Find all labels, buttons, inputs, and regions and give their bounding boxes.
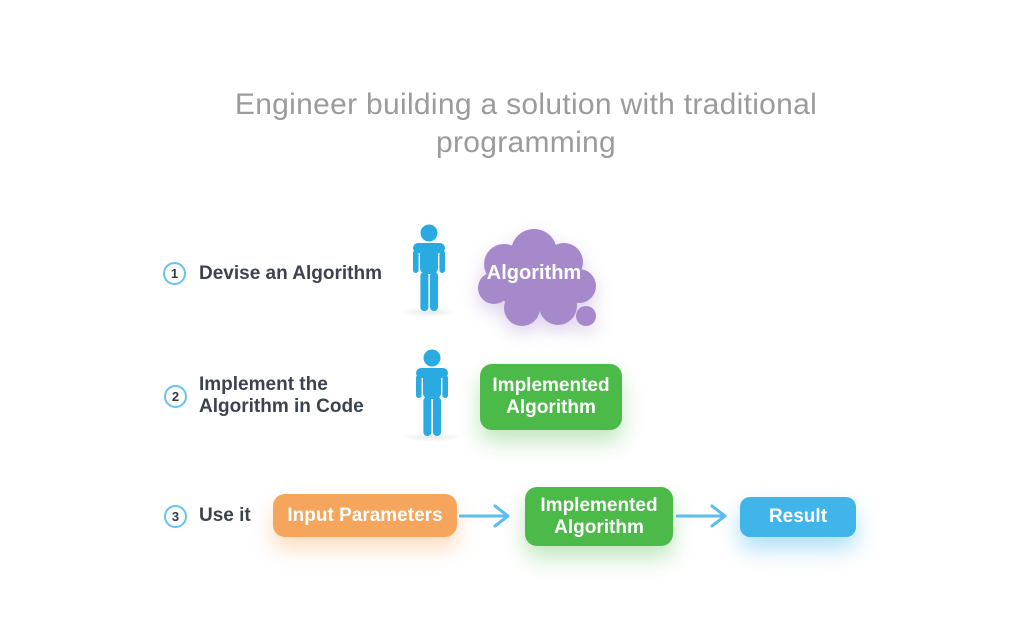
person-ground-shadow: [402, 432, 462, 442]
step-2-number: 2: [171, 389, 180, 404]
input-parameters-box: Input Parameters: [273, 494, 457, 537]
result-label: Result: [768, 506, 828, 527]
step-2-label: Implement the Algorithm in Code: [199, 374, 364, 417]
person-ground-shadow: [399, 307, 459, 317]
person-icon: [413, 224, 445, 311]
arrow-right-icon: [676, 504, 727, 528]
result-box: Result: [740, 497, 856, 537]
arrow-right-icon: [459, 504, 510, 528]
implemented-algorithm-flow-box: Implemented Algorithm: [525, 487, 673, 546]
step-2-label-line2: Algorithm in Code: [199, 395, 364, 417]
implemented-algorithm-line1: Implemented: [492, 375, 610, 396]
implemented-algorithm-flow-line2: Algorithm: [554, 516, 644, 538]
cloud-icon: [478, 229, 596, 326]
cloud-label: Algorithm: [486, 261, 582, 284]
step-3-number: 3: [171, 509, 180, 524]
step-2-badge: 2: [164, 385, 187, 408]
person-icon: [416, 349, 448, 436]
step-1-label: Devise an Algorithm: [199, 263, 383, 284]
step-2-label-line1: Implement the: [199, 374, 328, 395]
implemented-algorithm-line2: Algorithm: [506, 397, 596, 418]
step-3-badge: 3: [164, 505, 187, 528]
implemented-algorithm-flow-line1: Implemented: [540, 494, 658, 516]
step-1-badge: 1: [163, 262, 186, 285]
algorithm-thought-cloud: Algorithm: [470, 228, 598, 332]
step-3-label: Use it: [199, 505, 251, 526]
implemented-algorithm-box: Implemented Algorithm: [480, 364, 622, 430]
diagram-title: Engineer building a solution with tradit…: [234, 88, 818, 159]
input-parameters-label: Input Parameters: [287, 504, 443, 526]
step-1-number: 1: [170, 266, 179, 281]
